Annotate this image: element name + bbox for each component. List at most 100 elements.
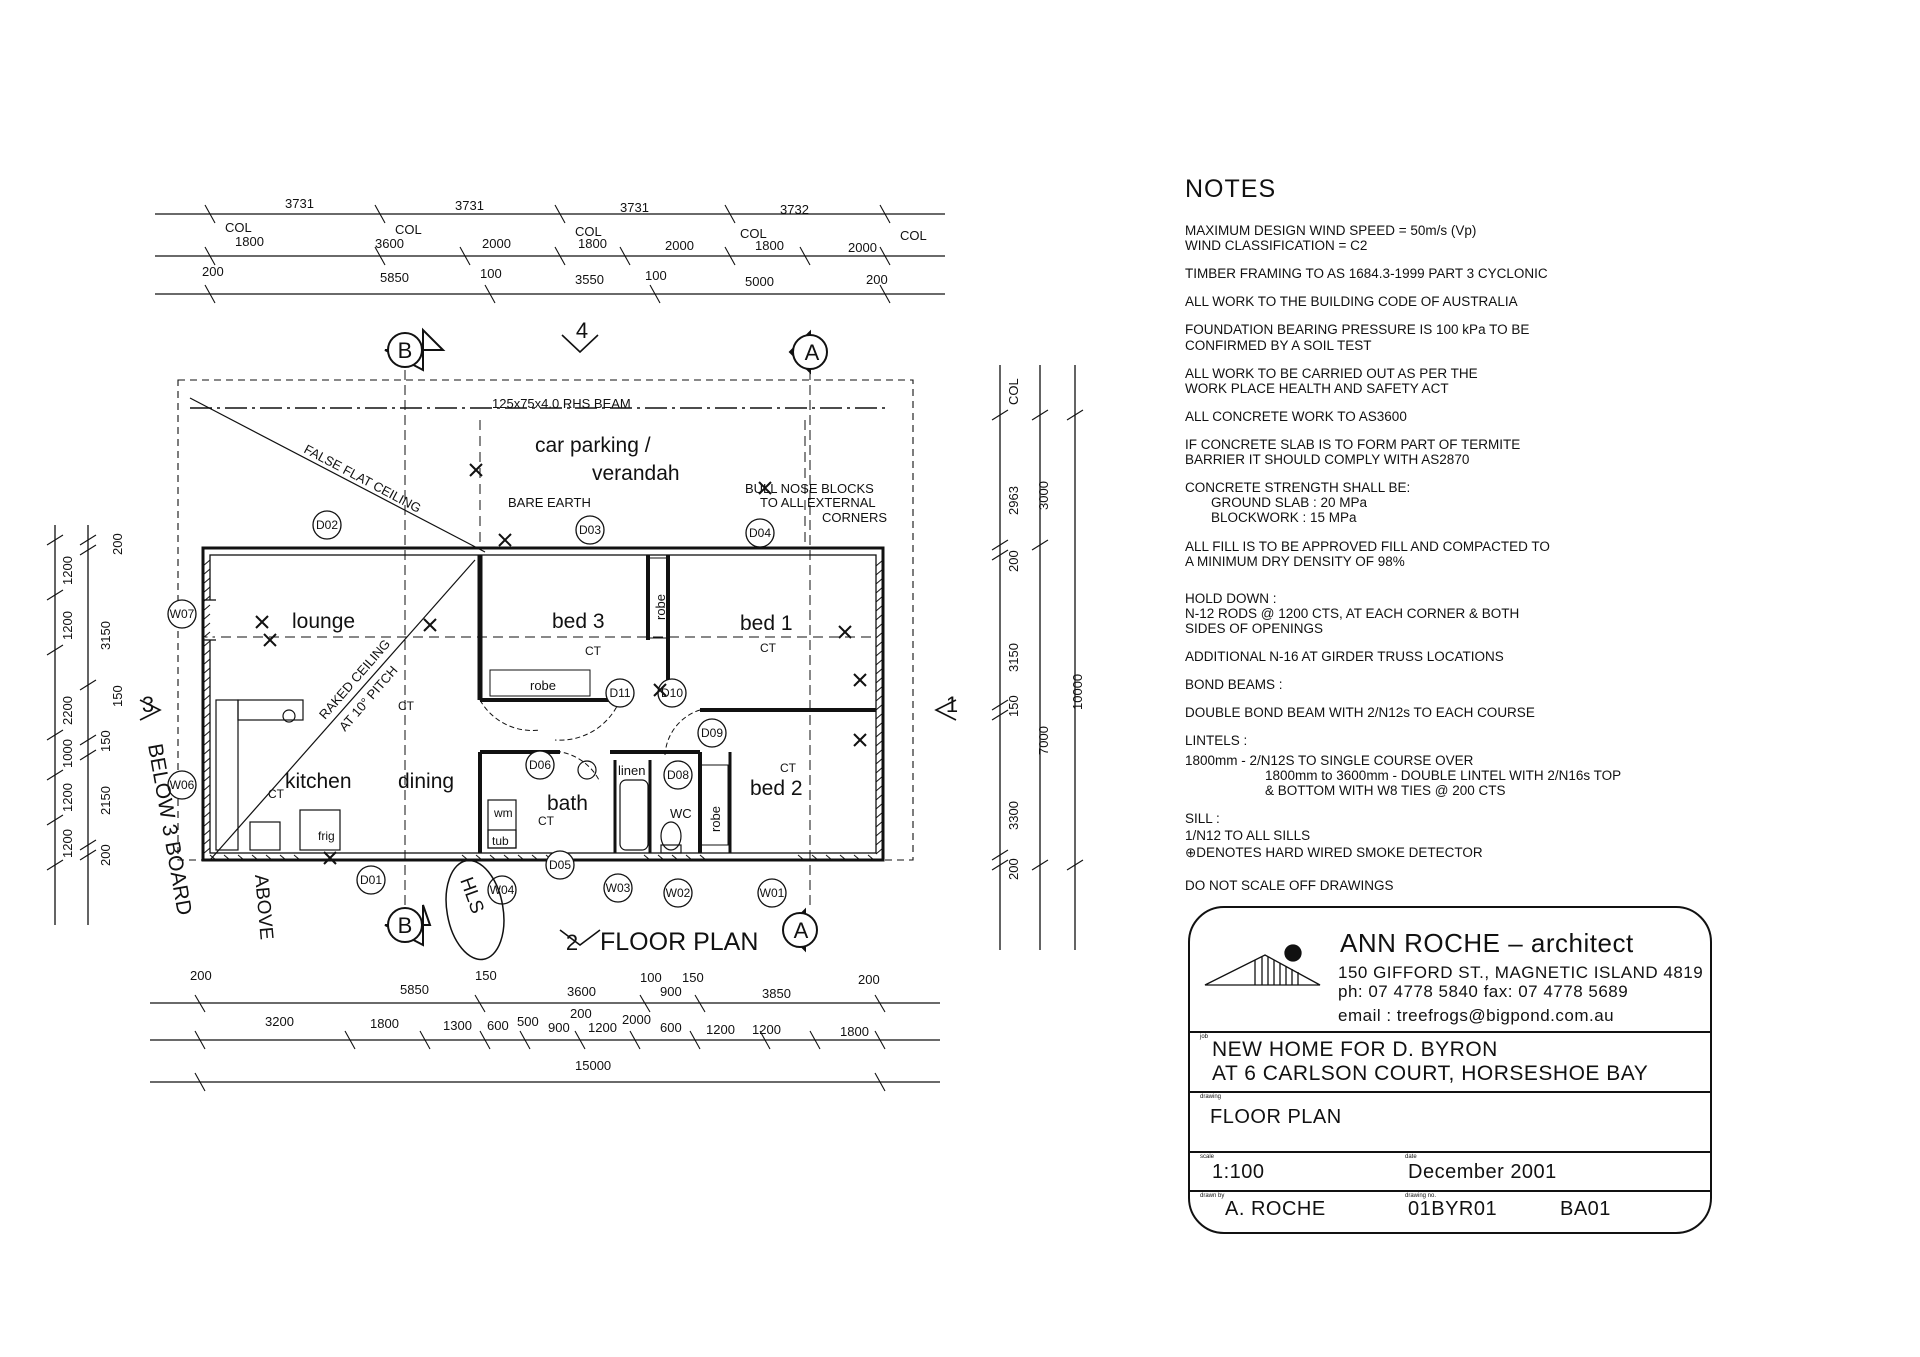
note-lintel-ties: & BOTTOM WITH W8 TIES @ 200 CTS: [1265, 782, 1506, 798]
handwritten-hls: HLS: [455, 875, 487, 917]
right-dim-i6: 200: [1006, 858, 1021, 880]
top-dim-3b: 5850: [380, 270, 409, 285]
ct-label-2: CT: [760, 641, 777, 655]
room-linen: linen: [618, 763, 645, 778]
wall-hatch: [202, 829, 211, 837]
cross-mark: [423, 618, 437, 632]
note-wind-speed: MAXIMUM DESIGN WIND SPEED = 50m/s (Vp): [1185, 223, 1477, 238]
tag-circle-w02: [663, 878, 693, 908]
right-dim-i4: 150: [1006, 695, 1021, 717]
cross-mark: [469, 463, 483, 477]
wall-hatch: [202, 838, 211, 846]
wall-hatch: [875, 766, 884, 774]
room-wm: wm: [493, 806, 513, 820]
tag-w01: W01: [760, 886, 785, 900]
bull-nose-label-3: CORNERS: [822, 510, 887, 525]
wall-hatch: [875, 568, 884, 576]
tag-d06: D06: [529, 758, 551, 772]
tag-circle-d11: [605, 678, 635, 708]
note-bca: ALL WORK TO THE BUILDING CODE OF AUSTRAL…: [1185, 294, 1518, 310]
tag-circle-w01: [757, 878, 787, 908]
wall-hatch: [853, 854, 861, 861]
wall-hatch: [875, 775, 884, 783]
right-dim-i1: 2963: [1006, 486, 1021, 515]
tag-circle-w06: [167, 770, 197, 800]
wall-hatch: [237, 854, 245, 861]
left-dim-o6: 1200: [60, 829, 75, 858]
cross-mark: [323, 851, 337, 865]
wall-hatch: [202, 694, 211, 702]
note-whs-2: WORK PLACE HEALTH AND SAFETY ACT: [1185, 380, 1449, 396]
bottom-dim-1c: 150: [475, 968, 497, 983]
note-ground-slab: GROUND SLAB : 20 MPa: [1211, 495, 1368, 511]
wall-hatch: [202, 757, 211, 765]
room-bed1: bed 1: [740, 612, 793, 635]
bottom-dim-2g: 1200: [588, 1020, 617, 1035]
top-dim-3c: 100: [480, 266, 502, 281]
wall-hatch: [202, 586, 211, 594]
wall-hatch: [875, 739, 884, 747]
general-notes: NOTES MAXIMUM DESIGN WIND SPEED = 50m/s …: [1185, 175, 1725, 906]
bottom-dim-1b: 5850: [400, 982, 429, 997]
project-name: NEW HOME FOR D. BYRON AT 6 CARLSON COURT…: [1212, 1038, 1648, 1086]
wall-hatch: [875, 676, 884, 684]
cross-mark: [838, 625, 852, 639]
left-dim-i3: 150: [110, 685, 125, 707]
notes-heading: NOTES: [1185, 175, 1277, 203]
wall-hatch: [875, 712, 884, 720]
wall-hatch: [875, 847, 884, 855]
wall-hatch: [875, 622, 884, 630]
wall-hatch: [875, 640, 884, 648]
tag-circle-d08: [663, 760, 693, 790]
tag-w03: W03: [606, 881, 631, 895]
wall-hatch: [202, 631, 211, 639]
note-hold-down: HOLD DOWN :: [1185, 590, 1277, 606]
car-parking-label-1: car parking /: [535, 434, 651, 457]
bottom-dim-1h: 3850: [762, 986, 791, 1001]
elevation-4: 4: [576, 318, 588, 343]
bottom-dim-2m: 1800: [840, 1024, 869, 1039]
top-dim-2f: 1800: [755, 238, 784, 253]
ct-label-6: CT: [268, 787, 285, 801]
section-marker-a-top: A: [805, 340, 820, 365]
bare-earth-label: BARE EARTH: [508, 495, 591, 510]
note-girder: ADDITIONAL N-16 AT GIRDER TRUSS LOCATION…: [1185, 649, 1504, 665]
elevation-1: 1: [946, 692, 958, 717]
bottom-dim-2e: 500: [517, 1014, 539, 1029]
bottom-dim-2f: 900: [548, 1020, 570, 1035]
wall-hatch: [517, 854, 525, 861]
section-marker-b-bottom: B: [398, 913, 413, 938]
top-dim-2e: 2000: [665, 238, 694, 253]
top-col-3: COL: [575, 224, 602, 239]
project-line-1: NEW HOME FOR D. BYRON: [1212, 1038, 1498, 1061]
note-rods: N-12 RODS @ 1200 CTS, AT EACH CORNER & B…: [1185, 605, 1520, 621]
wall-hatch: [867, 854, 875, 861]
top-dim-1c: 3731: [620, 200, 649, 215]
right-overall-dim: 10000: [1070, 674, 1085, 710]
wall-hatch: [875, 838, 884, 846]
room-robe-bed2: robe: [708, 806, 723, 832]
note-wind-class: WIND CLASSIFICATION = C2: [1185, 238, 1368, 254]
note-bond-beam-detail: DOUBLE BOND BEAM WITH 2/N12s TO EACH COU…: [1185, 705, 1535, 721]
room-wc: WC: [670, 806, 692, 821]
right-dim-i3: 3150: [1006, 643, 1021, 672]
tag-circle-w03: [603, 873, 633, 903]
ct-label-5: CT: [538, 814, 555, 828]
wall-hatch: [875, 784, 884, 792]
wall-hatch: [875, 577, 884, 585]
left-dim-i4: 150: [98, 730, 113, 752]
note-sill-detail: 1/N12 TO ALL SILLS: [1185, 827, 1311, 843]
section-marker-b-top: B: [398, 338, 413, 363]
drawn-by: A. ROCHE: [1225, 1198, 1326, 1220]
bottom-overall-dim: 15000: [575, 1058, 611, 1073]
wall-hatch: [202, 730, 211, 738]
tag-d04: D04: [749, 526, 771, 540]
email-line: email : treefrogs@bigpond.com.au: [1338, 1006, 1615, 1025]
wall-hatch: [875, 604, 884, 612]
wall-hatch: [875, 757, 884, 765]
label-drawing: drawing: [1200, 1094, 1222, 1100]
right-dim-i2: 200: [1006, 550, 1021, 572]
room-kitchen: kitchen: [285, 770, 352, 793]
right-dim-o1: 3000: [1036, 481, 1051, 510]
room-tub: tub: [492, 834, 509, 848]
